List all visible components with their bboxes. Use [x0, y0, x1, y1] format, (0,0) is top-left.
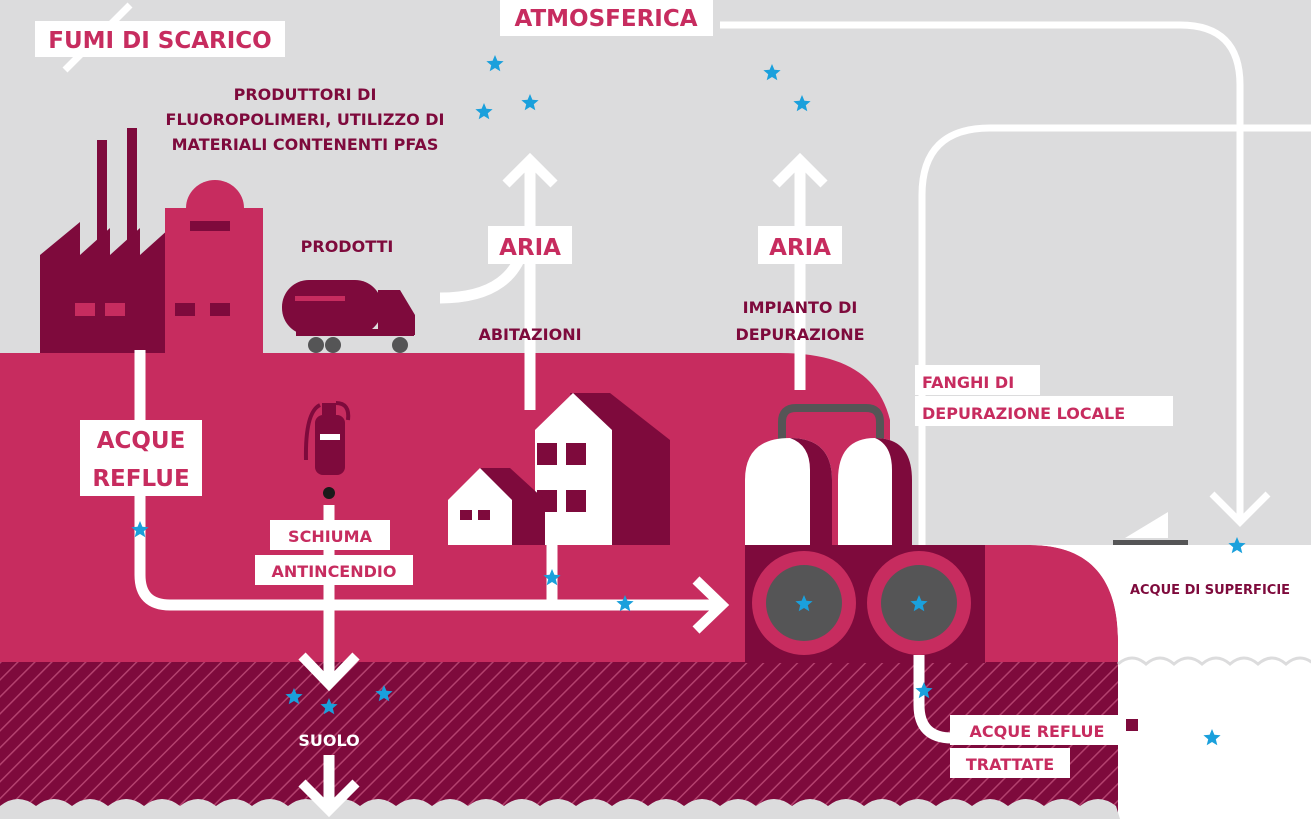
- houses: [448, 393, 670, 545]
- label-box-fanghi-1: [915, 365, 1040, 395]
- pfas-star-icon: [521, 94, 539, 111]
- pfas-star-icon: [131, 521, 149, 538]
- atmosphere-flow-line: [720, 21, 1244, 520]
- label-box-trattate-1: [950, 715, 1125, 745]
- label-produttori-2: FLUOROPOLIMERI, UTILIZZO DI: [166, 110, 445, 129]
- water-waves: [1117, 656, 1311, 666]
- fire-extinguisher: [303, 401, 351, 499]
- pfas-star-icon: [795, 595, 813, 612]
- label-trattate-2: TRATTATE: [966, 755, 1054, 774]
- label-impianto-1: IMPIANTO DI: [743, 298, 858, 317]
- pfas-star-icon: [1203, 729, 1221, 746]
- label-box-trattate-2: [950, 748, 1070, 778]
- label-fanghi-2: DEPURAZIONE LOCALE: [922, 404, 1125, 423]
- pfas-star-icon: [763, 64, 781, 81]
- aquifer-waves: [0, 799, 1120, 819]
- outlet-pipe-end: [1126, 719, 1138, 731]
- pfas-star-icon: [375, 685, 393, 702]
- surface-water: [1030, 545, 1311, 819]
- label-box-schiuma: [270, 520, 390, 550]
- label-abitazioni: ABITAZIONI: [478, 325, 581, 344]
- outflow-curve: [1236, 761, 1311, 819]
- pfas-star-icon: [285, 688, 303, 705]
- pfas-star-icon: [486, 55, 504, 72]
- label-suolo: SUOLO: [298, 731, 359, 750]
- label-acque: ACQUE: [97, 428, 186, 454]
- atmosphere-flow-arrowhead: [1209, 491, 1271, 527]
- pfas-star-icon: [910, 595, 928, 612]
- label-box-aria-left: [488, 226, 572, 264]
- label-box-acque: [80, 420, 202, 458]
- label-box-aria-right: [758, 226, 842, 264]
- pfas-star-icon: [915, 682, 933, 699]
- label-antincendio: ANTINCENDIO: [272, 562, 397, 581]
- pfas-star-icon: [475, 103, 493, 120]
- label-box-fanghi-2: [915, 396, 1173, 426]
- label-fanghi-1: FANGHI DI: [922, 373, 1014, 392]
- label-aria-right: ARIA: [769, 235, 831, 261]
- fanghi-flow-line: [918, 124, 1311, 548]
- sailboat: [1113, 512, 1188, 545]
- label-box-fumi: [35, 21, 285, 57]
- pfas-star-icon: [616, 595, 634, 612]
- label-box-atmosferica: [500, 0, 713, 36]
- soil-area: [0, 662, 1120, 819]
- factory: [40, 128, 263, 353]
- label-schiuma: SCHIUMA: [288, 527, 373, 546]
- pfas-star-icon: [1228, 537, 1246, 554]
- arrowheads: [298, 152, 1196, 818]
- label-prodotti: PRODOTTI: [301, 237, 394, 256]
- label-box-antincendio: [255, 555, 413, 585]
- label-produttori-1: PRODUTTORI DI: [234, 85, 377, 104]
- label-impianto-2: DEPURAZIONE: [735, 325, 864, 344]
- label-box-reflue: [80, 458, 202, 496]
- label-acque-superficie: ACQUE DI SUPERFICIE: [1130, 583, 1290, 598]
- tanker-truck: [282, 280, 415, 353]
- pfas-star-icon: [793, 95, 811, 112]
- label-fumi: FUMI DI SCARICO: [48, 28, 271, 54]
- label-reflue: REFLUE: [92, 466, 189, 492]
- label-aria-left: ARIA: [499, 235, 561, 261]
- label-atmosferica: ATMOSFERICA: [514, 6, 697, 32]
- pfas-star-icon: [543, 569, 561, 586]
- label-trattate-1: ACQUE REFLUE: [970, 722, 1105, 741]
- pfas-markers: [131, 55, 1246, 746]
- pfas-star-icon: [320, 698, 338, 715]
- label-produttori-3: MATERIALI CONTENENTI PFAS: [172, 135, 439, 154]
